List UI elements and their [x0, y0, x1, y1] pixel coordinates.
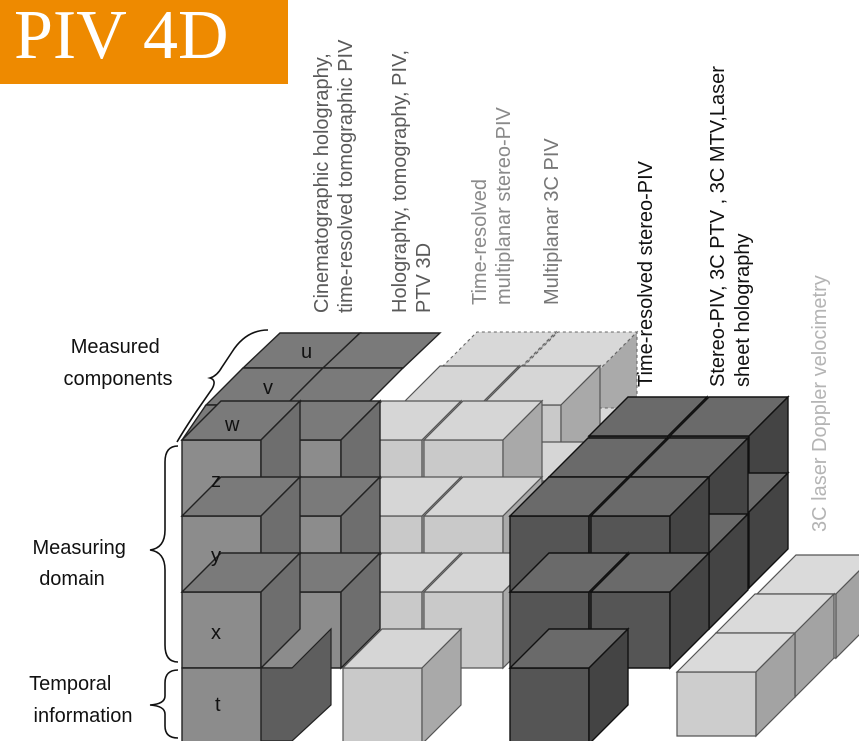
temporal-information-label: Temporal information — [29, 673, 132, 727]
cell-label-z: z — [211, 470, 221, 492]
measuring-domain-block — [181, 400, 381, 741]
column-header-2: Holography, tomography, PIV, PTV 3D — [389, 44, 435, 313]
cell-label-y: y — [211, 545, 221, 567]
measured-components-brace — [176, 329, 269, 443]
column-header-7: 3C laser Doppler velocimetry — [809, 275, 831, 532]
cell-label-t: t — [215, 694, 221, 716]
column-header-6: Stereo-PIV, 3C PTV , 3C MTV,Laser sheet … — [707, 61, 754, 387]
column-header-3: Time-resolved multiplanar stereo-PIV — [469, 106, 515, 305]
column-header-4: Multiplanar 3C PIV — [541, 138, 563, 305]
cell-label-v: v — [263, 377, 273, 399]
column-header-5: Time-resolved stereo-PIV — [635, 160, 657, 387]
cell-label-x: x — [211, 622, 221, 644]
title-banner: PIV 4D — [0, 0, 288, 84]
measuring-domain-label: Measuring domain — [33, 537, 132, 590]
cell-label-w: w — [224, 414, 240, 436]
column-header-1: Cinematographic holography, time-resolve… — [311, 39, 357, 313]
temporal-information-brace — [149, 669, 179, 739]
cell-label-u: u — [301, 341, 312, 363]
measured-components-label: Measured components — [64, 336, 173, 390]
banner-title: PIV 4D — [14, 0, 229, 74]
measuring-domain-brace — [149, 445, 179, 663]
